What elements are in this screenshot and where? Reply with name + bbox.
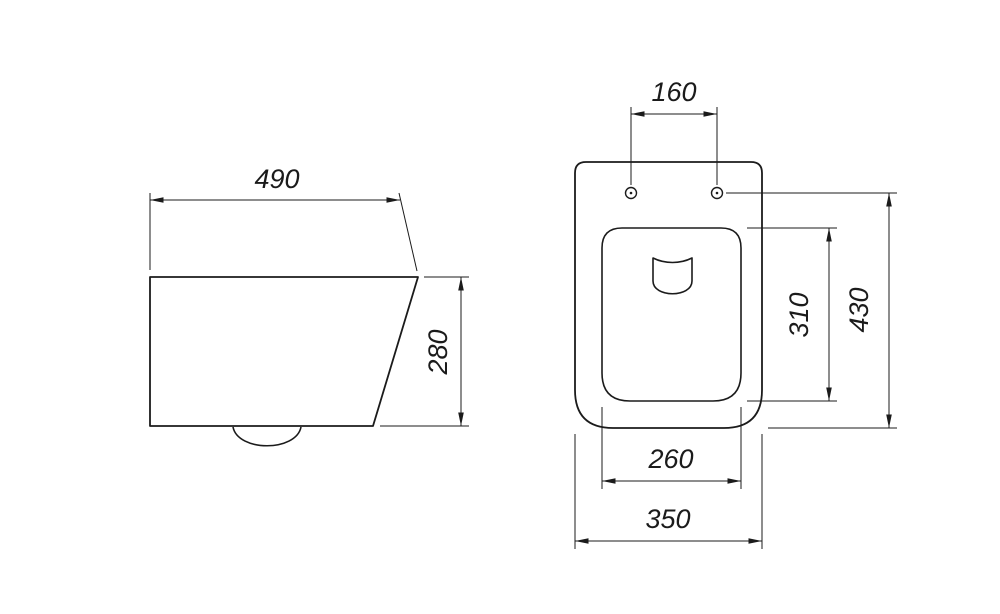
dim-label-height: 280 (423, 329, 453, 375)
top-view-outer-outline (574, 161, 763, 429)
extension-line-slanted (398, 192, 418, 272)
dim-label-hole-spacing: 160 (651, 77, 696, 107)
dimension-bowl-length: 310 (747, 227, 837, 402)
dimension-bowl-width: 260 (601, 407, 742, 489)
dimension-hole-spacing: 160 (630, 77, 718, 185)
mounting-hole-left-center (629, 191, 633, 195)
top-view-inlet-outline (652, 257, 693, 295)
side-view: 490 280 (149, 164, 469, 447)
dimension-depth: 490 (149, 164, 418, 272)
side-view-body-outline (149, 276, 419, 427)
dim-label-total-width: 350 (645, 504, 690, 534)
dimension-total-length: 430 (726, 192, 897, 429)
top-view-bowl-outline (601, 227, 742, 402)
dimension-total-width: 350 (574, 434, 763, 549)
dim-label-total-length: 430 (844, 287, 874, 332)
dim-label-bowl-width: 260 (647, 444, 693, 474)
side-view-outlet-curve (232, 426, 302, 447)
top-view: 160 310 430 260 (574, 77, 897, 549)
mounting-hole-right-center (715, 191, 719, 195)
dim-label-bowl-length: 310 (784, 292, 814, 337)
dimension-height: 280 (380, 276, 469, 427)
dim-label-depth: 490 (254, 164, 299, 194)
